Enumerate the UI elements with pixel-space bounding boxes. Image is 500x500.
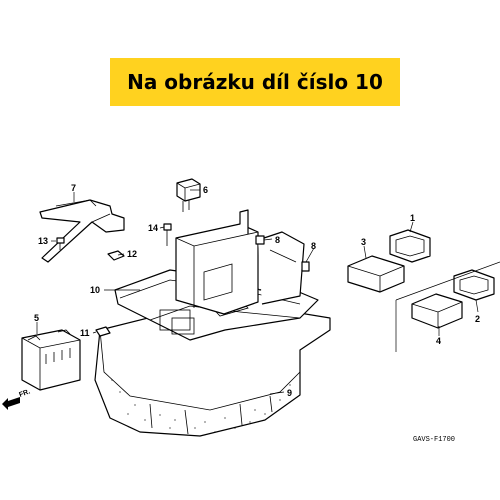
part-8-nut-right bbox=[301, 261, 310, 272]
part-5-battery bbox=[21, 329, 81, 391]
callout-6: 6 bbox=[203, 185, 208, 195]
part-13-bolt bbox=[56, 237, 65, 250]
callout-2: 2 bbox=[475, 314, 480, 324]
callout-5: 5 bbox=[34, 313, 39, 323]
callout-10: 10 bbox=[90, 285, 100, 295]
part-1-rubber-cap bbox=[389, 229, 431, 263]
part-6-relay bbox=[176, 178, 201, 212]
part-9-lower-cover bbox=[94, 299, 331, 437]
callout-8-upper: 8 bbox=[275, 235, 280, 245]
callout-7: 7 bbox=[71, 183, 76, 193]
callout-3: 3 bbox=[361, 237, 366, 247]
title-banner: Na obrázku díl číslo 10 bbox=[110, 58, 400, 106]
part-8-nut-upper bbox=[255, 235, 265, 245]
direction-label: FR. bbox=[18, 388, 31, 398]
battery-holder-box bbox=[175, 209, 305, 315]
callout-8-right: 8 bbox=[311, 241, 316, 251]
part-11-clip bbox=[95, 326, 111, 337]
callout-4: 4 bbox=[436, 336, 441, 346]
drawing-code: GAVS-F1700 bbox=[413, 436, 455, 444]
part-14-bolt bbox=[163, 223, 172, 246]
callout-12: 12 bbox=[127, 249, 137, 259]
part-7-bracket bbox=[39, 199, 125, 263]
callout-13: 13 bbox=[38, 236, 48, 246]
callout-1: 1 bbox=[410, 213, 415, 223]
part-3-rubber-block bbox=[347, 255, 405, 293]
callout-14: 14 bbox=[148, 223, 158, 233]
title-text: Na obrázku díl číslo 10 bbox=[127, 70, 383, 94]
callout-11: 11 bbox=[80, 328, 90, 338]
callout-9: 9 bbox=[287, 388, 292, 398]
subgroup-frame bbox=[395, 261, 500, 352]
front-direction-arrow-icon bbox=[2, 397, 20, 410]
part-4-rubber-block bbox=[411, 293, 463, 329]
leader-lines bbox=[36, 189, 479, 395]
part-2-rubber-cap bbox=[453, 269, 495, 301]
part-12-clip bbox=[107, 250, 125, 261]
